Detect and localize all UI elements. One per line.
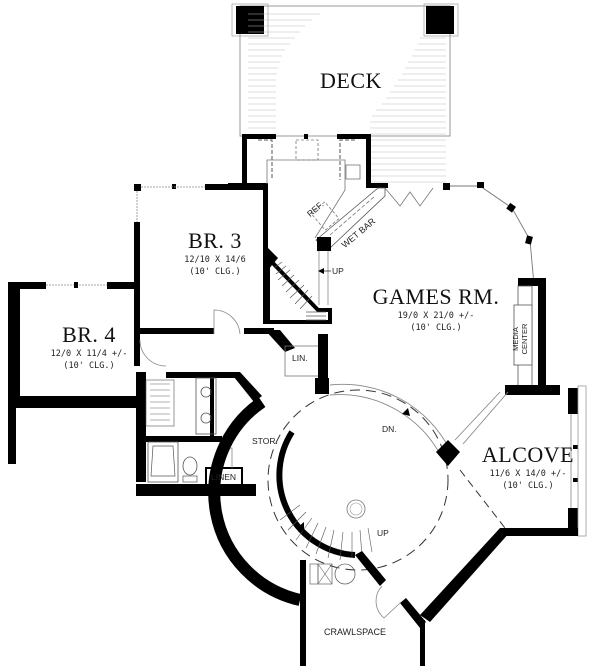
room-br4: BR. 4 12/0 X 11/4 +/- (10' CLG.) [44, 322, 134, 372]
room-title-br4: BR. 4 [62, 322, 116, 347]
label-dn: DN. [382, 424, 397, 434]
bath-walls [136, 372, 262, 496]
curved-stair [208, 383, 460, 606]
label-center: CENTER [520, 323, 529, 355]
room-ceiling-games: (10' CLG.) [410, 323, 462, 333]
label-crawlspace: CRAWLSPACE [324, 627, 387, 637]
room-dims-alcove: 11/6 X 14/0 +/- [489, 469, 567, 479]
label-lin: LIN. [292, 353, 308, 363]
label-stor: STOR. [252, 436, 278, 446]
room-games: GAMES RM. 19/0 X 21/0 +/- (10' CLG.) [372, 284, 500, 334]
room-label-deck: DECK [320, 68, 382, 93]
lin-closet [265, 330, 329, 394]
br3-walls [134, 184, 332, 335]
label-linen: LINEN [211, 472, 237, 482]
label-media: MEDIA [511, 327, 520, 351]
room-ceiling-br3: (10' CLG.) [189, 267, 241, 277]
room-ceiling-alcove: (10' CLG.) [502, 481, 554, 491]
room-title-alcove: ALCOVE [481, 442, 575, 467]
wet-bar-walls [228, 134, 388, 305]
label-media-center-text: MEDIA CENTER [511, 319, 529, 359]
room-title-br3: BR. 3 [188, 228, 242, 253]
room-title-games: GAMES RM. [372, 284, 500, 309]
label-up-stair: UP [377, 528, 389, 538]
deck-doors [384, 183, 450, 207]
room-dims-br3: 12/10 X 14/6 [184, 255, 246, 265]
room-dims-games: 19/0 X 21/0 +/- [397, 311, 475, 321]
room-ceiling-br4: (10' CLG.) [63, 361, 115, 371]
room-br3: BR. 3 12/10 X 14/6 (10' CLG.) [170, 228, 260, 278]
alcove-walls [420, 385, 587, 622]
games-bay-window [450, 182, 546, 388]
crawlspace-walls [300, 551, 426, 666]
deck-area [231, 3, 459, 183]
room-alcove: ALCOVE 11/6 X 14/0 +/- (10' CLG.) [478, 442, 578, 492]
br4-walls [8, 282, 167, 464]
label-up-bar: UP [332, 266, 344, 276]
room-dims-br4: 12/0 X 11/4 +/- [50, 349, 128, 359]
